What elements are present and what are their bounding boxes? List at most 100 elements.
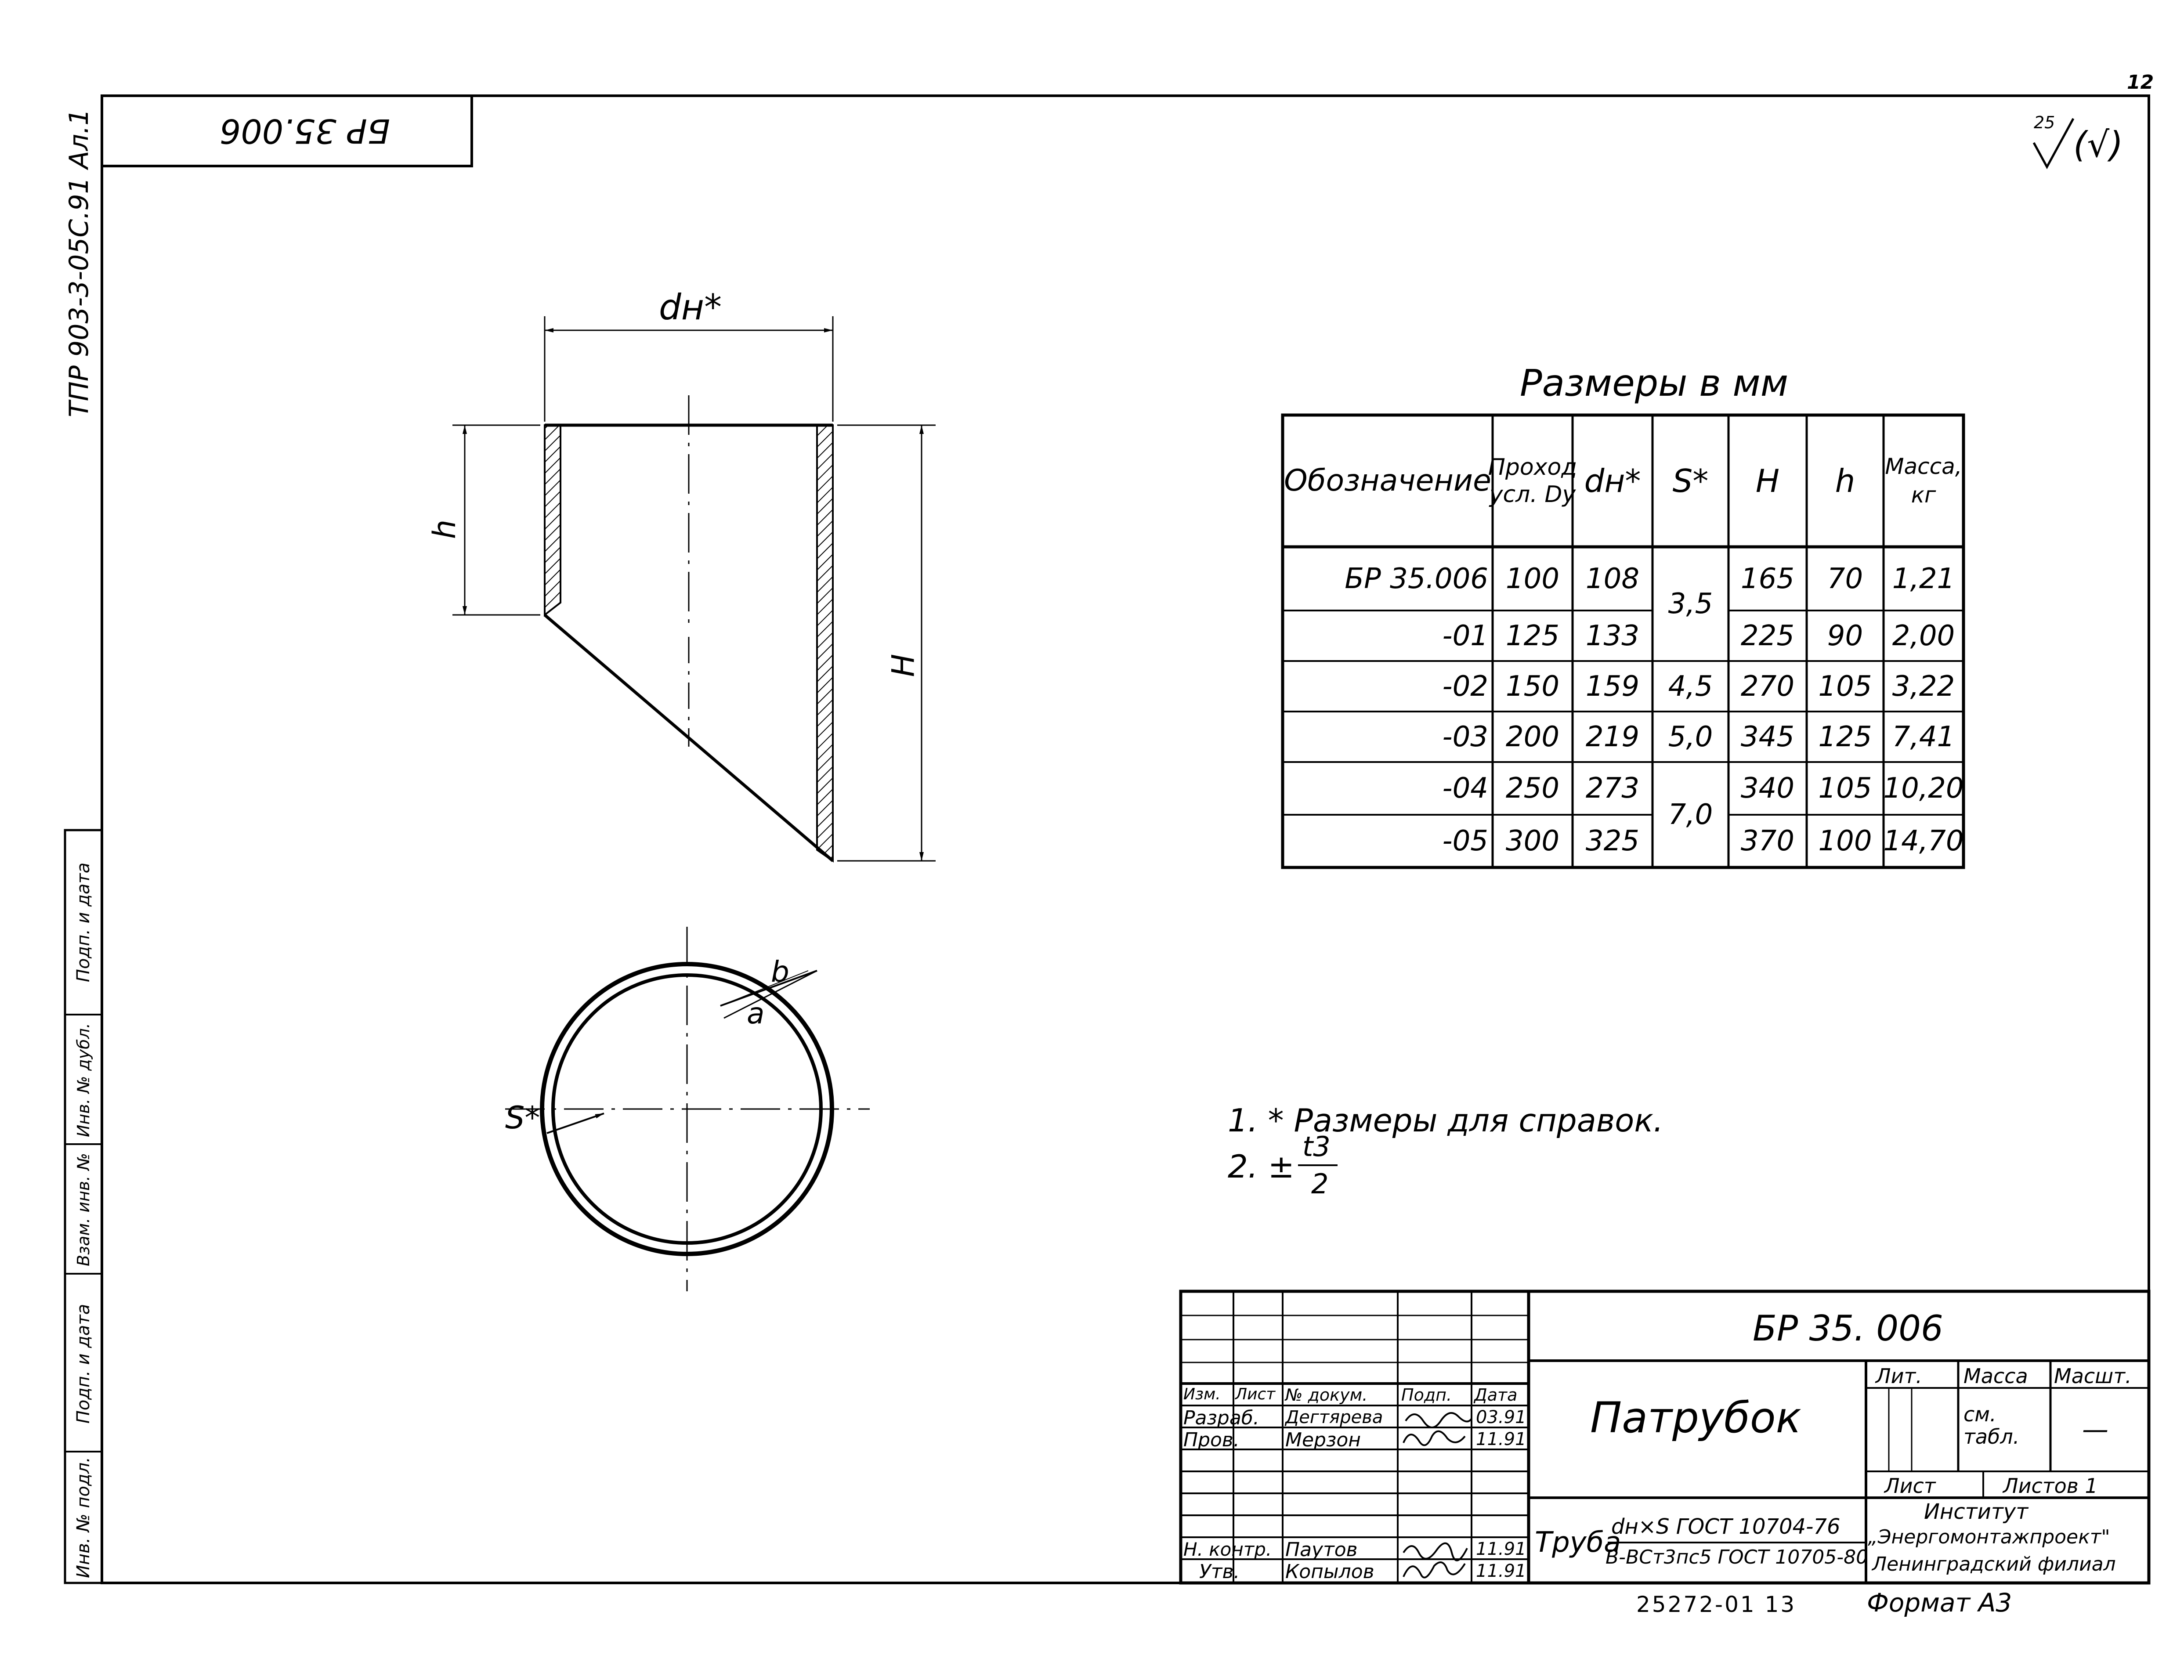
cell-designation: -05 [1442, 825, 1488, 857]
cell-dy: 300 [1505, 825, 1560, 857]
page-number: 12 [2127, 71, 2154, 94]
col-date: Дата [1474, 1385, 1518, 1405]
cell-H: 225 [1740, 619, 1795, 652]
cell-H: 165 [1740, 562, 1795, 595]
header-H: H [1755, 462, 1780, 499]
cell-dn: 133 [1585, 619, 1640, 652]
cell-H: 270 [1740, 670, 1795, 703]
pipe-side-view [452, 316, 936, 863]
person-razrab: Дегтярева [1285, 1407, 1383, 1427]
date-razrab: 03.91 [1476, 1407, 1526, 1427]
col-izm: Изм. [1183, 1385, 1221, 1403]
header-mass: Масса, кг [1885, 454, 1962, 508]
col-doc: № докум. [1285, 1385, 1368, 1405]
cell-h: 70 [1827, 562, 1863, 595]
col-list: Лист [1235, 1385, 1276, 1403]
cell-mass: 7,41 [1892, 720, 1955, 753]
cell-designation: БР 35.006 [1345, 562, 1488, 595]
cell-designation: -02 [1442, 670, 1488, 703]
format-label: Формат А3 [1867, 1588, 2012, 1618]
header-dy: Проход усл. Dy [1488, 454, 1577, 508]
header-h: h [1835, 462, 1855, 499]
cell-dn: 219 [1585, 720, 1640, 753]
cell-h: 105 [1818, 670, 1872, 703]
cell-s-merged: 7,0 [1668, 798, 1713, 831]
b-label: b [771, 955, 789, 989]
org-line-1: Институт [1924, 1499, 2029, 1524]
cell-s-merged: 3,5 [1668, 588, 1713, 620]
role-utv: Утв. [1199, 1561, 1240, 1583]
org-line-2: „Энергомонтажпроект" [1868, 1526, 2110, 1548]
cell-designation: -03 [1442, 720, 1488, 753]
cell-dy: 250 [1505, 772, 1560, 805]
note-2-prefix: 2. ± [1228, 1148, 1294, 1185]
person-nkontr: Паутов [1285, 1539, 1358, 1561]
cell-s: 4,5 [1668, 670, 1713, 703]
material-bottom: В-ВСт3пс5 ГОСТ 10705-80 [1605, 1546, 1869, 1568]
cell-h: 100 [1818, 825, 1872, 857]
cell-mass: 10,20 [1883, 772, 1964, 805]
title-block-code: БР 35. 006 [1753, 1308, 1943, 1349]
material-prefix: Труба [1535, 1526, 1621, 1559]
roughness-value: 25 [2034, 113, 2055, 132]
cell-dy: 200 [1505, 720, 1560, 753]
cell-h: 90 [1827, 619, 1863, 652]
cell-dn: 159 [1585, 670, 1640, 703]
material-top: dн×S ГОСТ 10704-76 [1611, 1514, 1840, 1539]
header-designation: Обозначение [1284, 463, 1491, 498]
cell-dn: 273 [1585, 772, 1640, 805]
order-number: 25272-01 13 [1636, 1592, 1797, 1617]
person-utv: Копылов [1285, 1561, 1374, 1583]
dimension-table-grid [1281, 413, 1965, 869]
cell-H: 340 [1740, 772, 1795, 805]
cell-dn: 325 [1585, 825, 1640, 857]
lit-label: Лит. [1876, 1364, 1922, 1388]
org-line-3: Ленинградский филиал [1872, 1553, 2116, 1575]
cell-H: 345 [1740, 720, 1795, 753]
note-2-numerator: t3 [1302, 1131, 1331, 1163]
cell-dy: 100 [1505, 562, 1560, 595]
cell-dy: 125 [1505, 619, 1560, 652]
cell-designation: -04 [1442, 772, 1488, 805]
mass-label: Масса [1963, 1364, 2028, 1388]
col-sign: Подп. [1401, 1385, 1452, 1405]
header-s: S* [1672, 462, 1709, 499]
scale-value: — [2082, 1414, 2108, 1445]
cell-mass: 3,22 [1892, 670, 1955, 703]
role-nkontr: Н. контр. [1183, 1539, 1272, 1560]
pipe-end-view [505, 927, 870, 1291]
cell-h: 105 [1818, 772, 1872, 805]
cell-dy: 150 [1505, 670, 1560, 703]
cell-mass: 14,70 [1883, 825, 1964, 857]
s-thickness-label: S* [505, 1100, 540, 1136]
cell-mass: 1,21 [1892, 562, 1955, 595]
roughness-suffix: (√) [2073, 124, 2123, 165]
title-block-grid [1179, 1290, 2151, 1585]
table-caption: Размеры в мм [1520, 361, 1789, 405]
cell-s: 5,0 [1668, 720, 1713, 753]
sheet-label: Лист [1884, 1474, 1936, 1498]
cell-H: 370 [1740, 825, 1795, 857]
sheets-label: Листов 1 [2003, 1474, 2098, 1498]
note-2-denominator: 2 [1311, 1168, 1329, 1200]
cell-h: 125 [1818, 720, 1872, 753]
date-prov: 11.91 [1476, 1429, 1526, 1449]
cell-dn: 108 [1585, 562, 1640, 595]
header-dn: dн* [1584, 462, 1641, 499]
cell-mass: 2,00 [1892, 619, 1955, 652]
note-1: 1. * Размеры для справок. [1228, 1102, 1663, 1139]
roughness-symbol [2032, 118, 2075, 170]
date-utv: 11.91 [1476, 1561, 1526, 1581]
scale-label: Масшт. [2054, 1364, 2132, 1388]
sheet-frame [64, 94, 2150, 1584]
diameter-label: dн* [659, 287, 722, 328]
role-prov: Пров. [1183, 1429, 1240, 1451]
role-razrab: Разраб. [1183, 1407, 1259, 1429]
person-prov: Мерзон [1285, 1429, 1361, 1451]
date-nkontr: 11.91 [1476, 1539, 1526, 1559]
a-label: a [747, 997, 765, 1030]
part-name: Патрубок [1590, 1393, 1801, 1442]
mass-value: см. табл. [1963, 1402, 2020, 1449]
